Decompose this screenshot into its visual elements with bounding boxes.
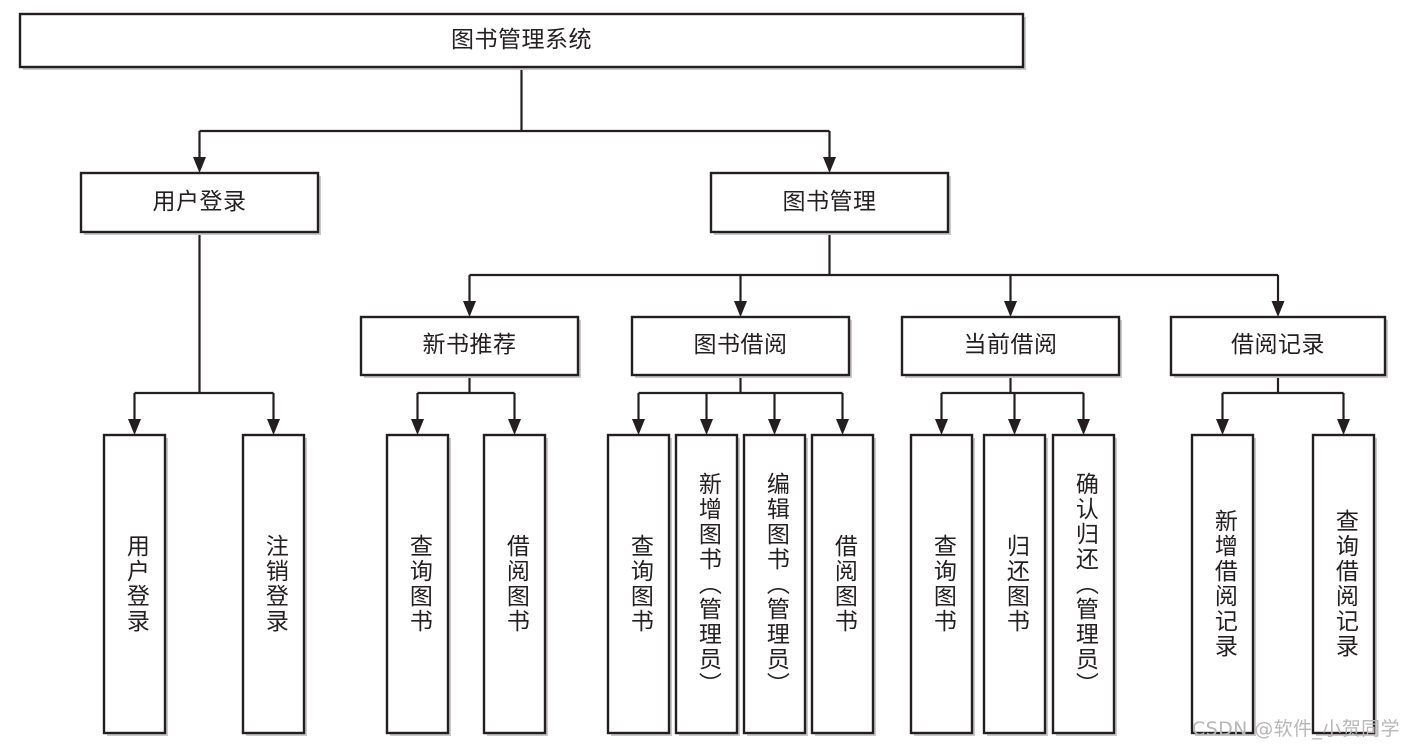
node-box-current-borrow[interactable]	[900, 315, 1121, 377]
node-box-leaf-query-book-cur[interactable]	[909, 433, 974, 735]
node-box-borrow-record[interactable]	[1169, 315, 1387, 377]
node-box-leaf-return-book[interactable]	[982, 433, 1047, 735]
arrow-head-leaf-query-book-borrow	[632, 419, 645, 435]
node-box-root[interactable]	[18, 12, 1025, 69]
arrow-head-new-book-recommend	[463, 301, 476, 317]
node-box-book-manage[interactable]	[709, 171, 950, 234]
arrow-head-leaf-add-record	[1216, 419, 1229, 435]
node-box-leaf-user-login[interactable]	[102, 433, 167, 735]
arrow-head-book-borrow	[734, 301, 747, 317]
arrow-head-leaf-logout	[267, 419, 280, 435]
arrow-head-leaf-query-record	[1337, 419, 1350, 435]
edge-layer	[128, 67, 1350, 435]
arrow-head-leaf-return-book	[1008, 419, 1021, 435]
arrow-head-leaf-borrow-book-rec	[508, 419, 521, 435]
arrow-head-leaf-query-book-rec	[411, 419, 424, 435]
node-box-leaf-add-record[interactable]	[1190, 433, 1255, 735]
node-box-leaf-add-book[interactable]	[674, 433, 739, 735]
node-box-leaf-edit-book[interactable]	[742, 433, 807, 735]
arrow-head-book-manage	[823, 157, 836, 173]
node-box-leaf-borrow-book[interactable]	[810, 433, 875, 735]
arrow-head-leaf-add-book	[700, 419, 713, 435]
node-box-leaf-confirm-return[interactable]	[1051, 433, 1116, 735]
node-box-leaf-query-record[interactable]	[1311, 433, 1376, 735]
node-box-leaf-query-book-borrow[interactable]	[606, 433, 671, 735]
node-box-user-login[interactable]	[79, 171, 320, 234]
node-box-leaf-logout[interactable]	[241, 433, 306, 735]
arrow-head-leaf-query-book-cur	[935, 419, 948, 435]
node-box-leaf-query-book-rec[interactable]	[385, 433, 450, 735]
node-box-new-book-recommend[interactable]	[359, 315, 580, 377]
arrow-head-leaf-borrow-book	[836, 419, 849, 435]
node-box-leaf-borrow-book-rec[interactable]	[482, 433, 547, 735]
node-layer	[18, 12, 1388, 736]
arrow-head-leaf-edit-book	[768, 419, 781, 435]
arrow-head-leaf-user-login	[128, 419, 141, 435]
arrow-head-leaf-confirm-return	[1077, 419, 1090, 435]
arrow-head-user-login	[193, 157, 206, 173]
watermark-text: CSDN @软件_小贺同学	[1192, 718, 1400, 740]
arrow-head-borrow-record	[1271, 301, 1285, 317]
arrow-head-current-borrow	[1004, 301, 1017, 317]
node-box-book-borrow[interactable]	[630, 315, 851, 377]
